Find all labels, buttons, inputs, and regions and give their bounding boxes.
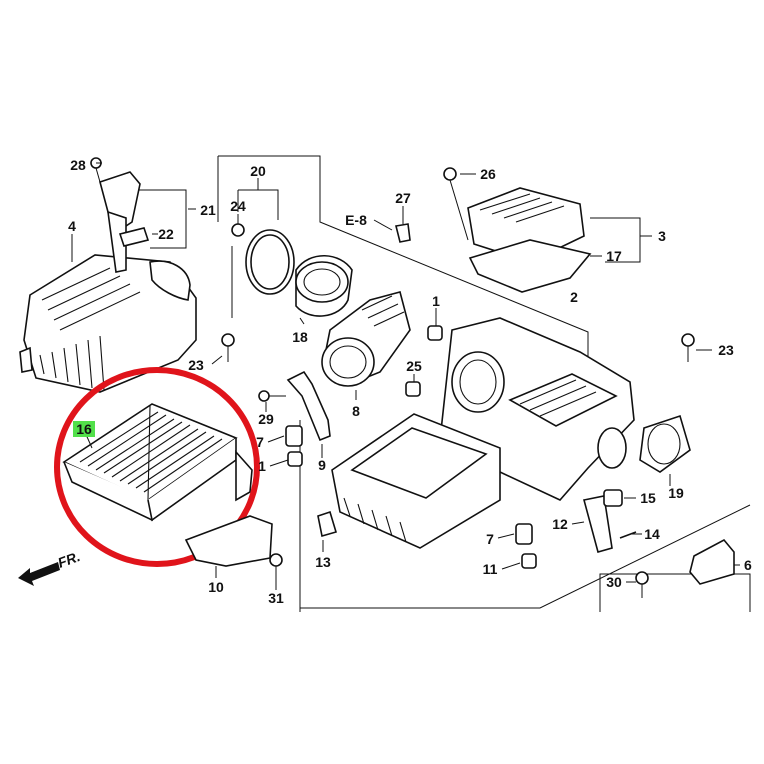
callout-29: 29 (258, 411, 274, 427)
callout-7-right: 7 (486, 531, 494, 547)
callout-15: 15 (640, 490, 656, 506)
callout-16: 16 (76, 421, 92, 437)
part-30-bolt (635, 571, 649, 598)
callout-30: 30 (606, 574, 622, 590)
front-marker-label: FR. (56, 548, 83, 571)
callout-25: 25 (406, 358, 422, 374)
callout-17: 17 (606, 248, 622, 264)
part-21-sensor (99, 171, 141, 273)
part-23-bolt-left (221, 333, 235, 362)
callout-6: 6 (744, 557, 752, 573)
part-4-upper-housing (19, 254, 197, 393)
callout-23-right: 23 (718, 342, 734, 358)
callout-7-left: 7 (256, 434, 264, 450)
callout-9: 9 (318, 457, 326, 473)
callout-13: 13 (315, 554, 331, 570)
front-direction-arrow: FR. (18, 548, 82, 586)
callout-20: 20 (250, 163, 266, 179)
part-1-grommet-left (287, 451, 303, 467)
part-18-intake-tube (295, 255, 353, 317)
part-27-clip (395, 223, 411, 243)
part-8-intake-boot (321, 291, 411, 387)
callout-e8: E-8 (345, 212, 367, 228)
callout-1-upper: 1 (432, 293, 440, 309)
highlight-ring (54, 367, 260, 567)
assembly-frame-21 (138, 189, 187, 249)
part-26-bolt (443, 167, 469, 241)
part-13-clip (317, 510, 337, 538)
part-25-grommet (405, 381, 421, 397)
assembly-frame-3 (590, 217, 641, 263)
callout-labels: 28 21 22 4 20 24 E-8 27 26 3 17 2 1 18 2… (68, 157, 752, 606)
part-7-mount-right (515, 523, 533, 545)
part-17-gasket (468, 239, 592, 293)
callout-31: 31 (268, 590, 284, 606)
callout-8: 8 (352, 403, 360, 419)
part-15-block (603, 489, 623, 507)
callout-11: 11 (483, 561, 498, 577)
callout-24: 24 (230, 198, 246, 214)
callout-21: 21 (200, 202, 216, 218)
part-11-grommet (521, 553, 537, 569)
part-29-bolt (258, 390, 286, 402)
part-23-bolt-right (681, 333, 695, 362)
callout-12: 12 (552, 516, 568, 532)
callout-26: 26 (480, 166, 496, 182)
part-14-pin (619, 531, 637, 539)
part-9-bracket (286, 370, 331, 442)
part-10-bracket (184, 515, 273, 567)
part-6-bracket (689, 538, 735, 585)
part-16-air-filter (62, 403, 253, 522)
callout-19: 19 (668, 485, 684, 501)
part-20-clamp (245, 229, 295, 295)
assembly-frame-6 (599, 573, 751, 612)
part-24-clamp-screw (231, 223, 245, 237)
part-lower-case (331, 413, 501, 549)
callout-1-left: 1 (258, 458, 266, 474)
callout-23-left: 23 (188, 357, 204, 373)
part-22-seal (118, 227, 150, 247)
assembly-frame-main (217, 155, 751, 612)
part-1-grommet-upper (427, 325, 443, 341)
leader-lines (71, 162, 740, 590)
callout-10: 10 (208, 579, 224, 595)
callout-4: 4 (68, 218, 76, 234)
callout-16-highlight (73, 421, 95, 437)
callout-27: 27 (395, 190, 411, 206)
callout-28: 28 (70, 157, 86, 173)
callout-18: 18 (292, 329, 308, 345)
callout-22: 22 (158, 226, 174, 242)
callout-14: 14 (644, 526, 660, 542)
part-3-resonator-cover (467, 187, 585, 263)
callout-2: 2 (570, 289, 578, 305)
part-19-duct (639, 414, 691, 473)
part-7-mount-left (285, 425, 303, 447)
part-31-bolt (269, 553, 283, 582)
part-12-strap (583, 495, 613, 553)
callout-3: 3 (658, 228, 666, 244)
part-28-bolt (90, 157, 102, 183)
assembly-frame-20 (237, 189, 279, 220)
